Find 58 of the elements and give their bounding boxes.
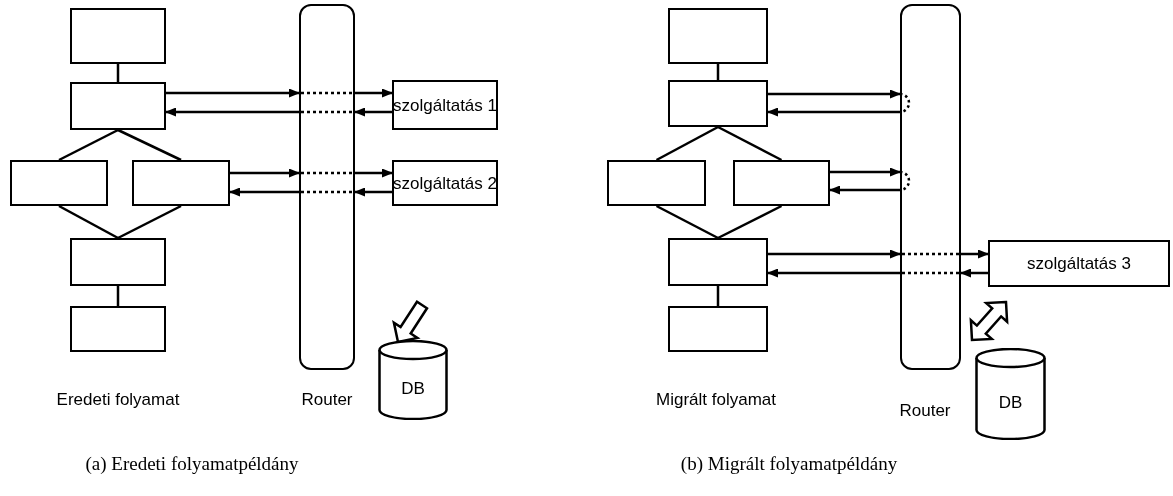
process-box bbox=[70, 306, 166, 352]
router-label: Router bbox=[301, 389, 353, 411]
process-box bbox=[10, 160, 108, 206]
router-bar bbox=[900, 4, 961, 370]
connector-line bbox=[716, 286, 720, 306]
connector-line bbox=[117, 204, 182, 240]
connector-line bbox=[655, 125, 719, 162]
process-box bbox=[607, 160, 706, 206]
router-bar bbox=[299, 4, 355, 370]
connector-line bbox=[116, 64, 120, 82]
arrow bbox=[166, 88, 300, 98]
router-label: Router bbox=[899, 400, 951, 422]
service-box bbox=[392, 80, 498, 130]
node-label: szolgáltatás 1 bbox=[393, 96, 497, 114]
connector-line bbox=[716, 64, 720, 80]
connector-line bbox=[58, 128, 119, 162]
node-label: DB bbox=[998, 393, 1023, 411]
block-arrow bbox=[392, 299, 429, 344]
process-box bbox=[668, 80, 768, 127]
process-box bbox=[132, 160, 230, 206]
arrow bbox=[165, 107, 299, 117]
arrow bbox=[354, 187, 392, 197]
process-box bbox=[668, 8, 768, 64]
arrow bbox=[768, 249, 901, 259]
arrow bbox=[829, 185, 900, 195]
arrow bbox=[767, 268, 900, 278]
arrow bbox=[229, 187, 299, 197]
node-label: DB bbox=[401, 379, 425, 397]
arrow bbox=[768, 89, 901, 99]
connector-line bbox=[117, 128, 182, 162]
arrow bbox=[354, 107, 392, 117]
connector-line bbox=[655, 204, 719, 240]
node-label: szolgáltatás 3 bbox=[1027, 255, 1131, 272]
arrow bbox=[960, 268, 988, 278]
connector-line bbox=[717, 125, 783, 162]
arrow bbox=[355, 168, 393, 178]
process-box bbox=[668, 238, 768, 286]
arrow bbox=[961, 249, 989, 259]
connector-line bbox=[116, 286, 120, 306]
connector-line bbox=[58, 204, 119, 240]
arrow bbox=[230, 168, 300, 178]
panel-label: Eredeti folyamat bbox=[56, 389, 180, 411]
block-arrow bbox=[969, 300, 1009, 342]
node-label: szolgáltatás 2 bbox=[393, 174, 497, 192]
connector-line bbox=[717, 204, 783, 240]
panel-label: Migrált folyamat bbox=[656, 389, 776, 411]
process-box bbox=[733, 160, 830, 206]
process-box bbox=[70, 238, 166, 286]
figure-caption: (a) Eredeti folyamatpéldány bbox=[85, 452, 299, 476]
process-box bbox=[70, 82, 166, 130]
arrow bbox=[830, 167, 901, 177]
arrow bbox=[355, 88, 393, 98]
service-box bbox=[988, 240, 1170, 287]
arrow bbox=[767, 107, 900, 117]
figure-caption: (b) Migrált folyamatpéldány bbox=[680, 452, 898, 476]
process-box bbox=[70, 8, 166, 64]
service-box bbox=[392, 160, 498, 206]
process-box bbox=[668, 306, 768, 352]
